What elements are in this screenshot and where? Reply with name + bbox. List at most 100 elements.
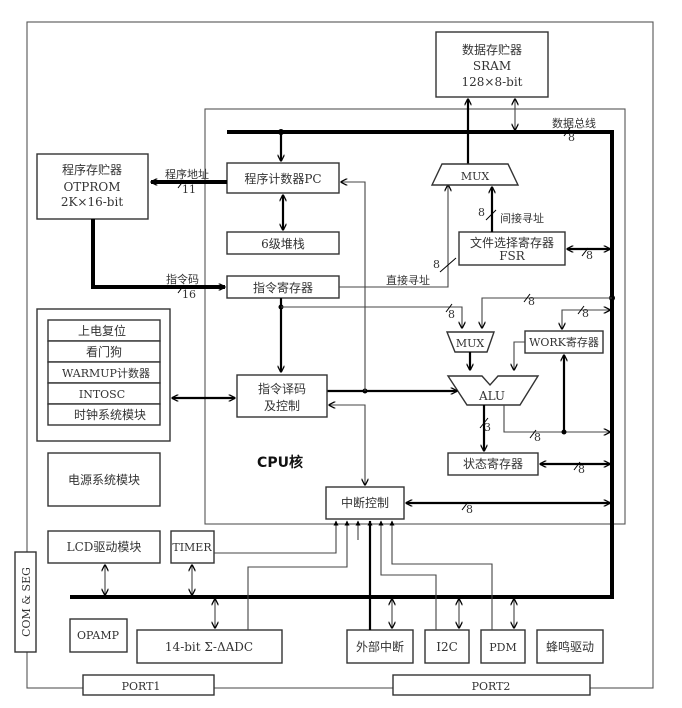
bus-width-tick [485, 209, 497, 221]
i2c-label: I2C [436, 640, 458, 654]
system-block-label: INTOSC [79, 388, 125, 401]
alu-bus-width: 8 [534, 431, 541, 444]
system-blocks-group: 上电复位 看门狗 WARMUP计数器 INTOSC 时钟系统模块 [36, 308, 171, 442]
lcd-driver-block: LCD驱动模块 [47, 530, 161, 564]
indirect-address-label: 间接寻址 [500, 211, 544, 225]
fsr-block: 文件选择寄存器 FSR [458, 231, 566, 266]
status-bus-width: 8 [578, 463, 585, 476]
sram-label: 数据存贮器 [462, 42, 522, 57]
stack-label: 6级堆栈 [261, 236, 305, 251]
opamp-label: OPAMP [77, 629, 120, 642]
pdm-interrupt-line [389, 520, 493, 630]
alu-label: ALU [478, 389, 505, 403]
buzzer-label: 蜂鸣驱动 [546, 639, 594, 654]
cpu-core-frame [204, 108, 626, 525]
cpu-core-label: CPU核 [257, 454, 303, 471]
pdm-block: PDM [480, 629, 526, 664]
work-register-label: WORK寄存器 [529, 335, 599, 349]
bus-width-tick [177, 179, 185, 189]
buzzer-block: 蜂鸣驱动 [536, 629, 604, 664]
otprom-label: 程序存贮器 [62, 162, 122, 177]
timer-label: TIMER [172, 541, 212, 554]
interrupt-control-label: 中断控制 [341, 495, 389, 510]
ir-mux-width: 8 [448, 308, 455, 321]
power-module-block: 电源系统模块 [47, 452, 161, 507]
port2-block: PORT2 [392, 674, 591, 696]
opcode-label: 指令码 [166, 272, 199, 286]
sram-block: 数据存贮器 SRAM 128×8-bit [435, 31, 549, 98]
stack-block: 6级堆栈 [226, 231, 340, 255]
system-block-label: 看门狗 [86, 344, 122, 359]
com-seg-label: COM & SEG [20, 567, 33, 637]
direct-address-line [339, 185, 448, 288]
opcode-width: 16 [182, 288, 196, 301]
alu-block: ALU [446, 375, 540, 406]
data-bus-label: 数据总线 [552, 116, 596, 130]
instruction-register-block: 指令寄存器 [226, 275, 340, 299]
com-seg-block: COM & SEG [14, 551, 37, 653]
direct-address-width: 8 [433, 258, 440, 271]
port2-label: PORT2 [472, 680, 511, 693]
mux-alu: MUX [445, 331, 495, 353]
lcd-driver-label: LCD驱动模块 [67, 540, 142, 554]
fsr-abbr: FSR [499, 249, 526, 263]
program-address-label: 程序地址 [165, 167, 209, 181]
data-bus [70, 130, 614, 599]
opamp-block: OPAMP [69, 618, 128, 653]
otprom-type: OTPROM [63, 180, 120, 194]
bus-width-tick [573, 461, 581, 471]
bus-mux-width: 8 [528, 295, 535, 308]
decoder-label-2: 及控制 [264, 399, 300, 413]
ext-interrupt-label: 外部中断 [356, 639, 404, 654]
ext-interrupt-block: 外部中断 [346, 629, 414, 664]
pdm-label: PDM [489, 641, 516, 654]
ir-to-mux-line [281, 306, 462, 328]
decoder-interrupt-line [329, 405, 365, 485]
adc-block: 14-bit Σ-ΔADC [136, 629, 283, 664]
sram-size: 128×8-bit [462, 75, 523, 89]
chip-frame [26, 21, 654, 689]
otprom-size: 2K×16-bit [61, 195, 123, 209]
bus-width-tick [479, 417, 489, 429]
bus-width-tick [563, 127, 571, 137]
alu-to-bus-line [503, 405, 610, 432]
junction [561, 429, 567, 435]
direct-address-label: 直接寻址 [386, 273, 430, 287]
fsr-label: 文件选择寄存器 [470, 235, 554, 250]
bus-width-tick [529, 429, 537, 439]
bus-width-tick [445, 303, 453, 313]
bus-width-tick [461, 501, 469, 511]
timer-interrupt-line [214, 520, 339, 554]
mux-alu-label: MUX [456, 337, 485, 350]
system-block-label: WARMUP计数器 [62, 367, 150, 380]
otprom-block: 程序存贮器 OTPROM 2K×16-bit [36, 153, 149, 220]
system-block-label: 上电复位 [78, 323, 126, 338]
work-bus-width: 8 [582, 307, 589, 320]
status-register-label: 状态寄存器 [463, 456, 523, 471]
alu-status-width: 3 [484, 421, 491, 434]
i2c-interrupt-line [378, 520, 437, 630]
adc-label: 14-bit Σ-ΔADC [165, 640, 253, 654]
program-address-width: 11 [182, 183, 196, 196]
bus-width-tick [577, 305, 585, 315]
decoder-label-1: 指令译码 [258, 381, 306, 396]
bus-to-mux-line [482, 297, 612, 328]
power-module-label: 电源系统模块 [68, 473, 140, 487]
fsr-bus-width: 8 [586, 249, 593, 262]
i2c-block: I2C [424, 629, 470, 664]
interrupt-control-block: 中断控制 [325, 486, 405, 520]
interrupt-bus-width: 8 [466, 503, 473, 516]
sram-type: SRAM [473, 59, 511, 73]
pc-block: 程序计数器PC [226, 162, 340, 194]
timer-block: TIMER [170, 530, 215, 564]
mux-top: MUX [430, 163, 520, 186]
bus-width-tick [439, 257, 457, 273]
system-block-label: 时钟系统模块 [74, 407, 146, 422]
data-bus-width: 8 [568, 131, 575, 144]
port1-label: PORT1 [122, 680, 161, 693]
bus-width-tick [523, 293, 531, 303]
bus-width-tick [177, 284, 185, 294]
work-register-block: WORK寄存器 [524, 330, 604, 354]
opcode-arrow [91, 219, 225, 287]
